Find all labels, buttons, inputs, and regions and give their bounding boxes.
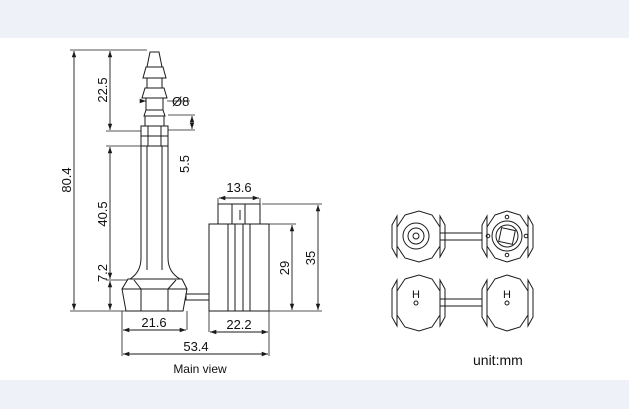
lock-body-height-label: 29 <box>277 261 292 275</box>
lock-width-label: 22.2 <box>226 317 251 332</box>
shaft-height-label: 40.5 <box>95 201 110 226</box>
view-caption: Main view <box>173 362 227 376</box>
tip-height-label: 22.5 <box>95 77 110 102</box>
lock-top-width-label: 13.6 <box>226 180 251 195</box>
overall-width-label: 53.4 <box>183 339 208 354</box>
head-height-label: 7.2 <box>95 264 110 282</box>
unit-label: unit:mm <box>473 352 523 368</box>
collar-height-label: 5.5 <box>177 155 192 173</box>
drawing-sheet <box>0 38 629 380</box>
top-view-drawing <box>391 210 534 263</box>
bottom-view-drawing <box>391 274 534 332</box>
marking-left: H <box>412 289 420 301</box>
head-width-label: 21.6 <box>141 315 166 330</box>
bolt-pin-drawing <box>121 51 210 312</box>
pin-diameter-label: Ø8 <box>172 94 189 109</box>
lock-total-height-label: 35 <box>303 251 318 265</box>
dimension-lines <box>71 51 321 357</box>
marking-right: H <box>503 289 511 301</box>
lock-body-drawing <box>208 203 270 312</box>
extension-lines <box>70 49 322 356</box>
total-height-label: 80.4 <box>59 167 74 192</box>
